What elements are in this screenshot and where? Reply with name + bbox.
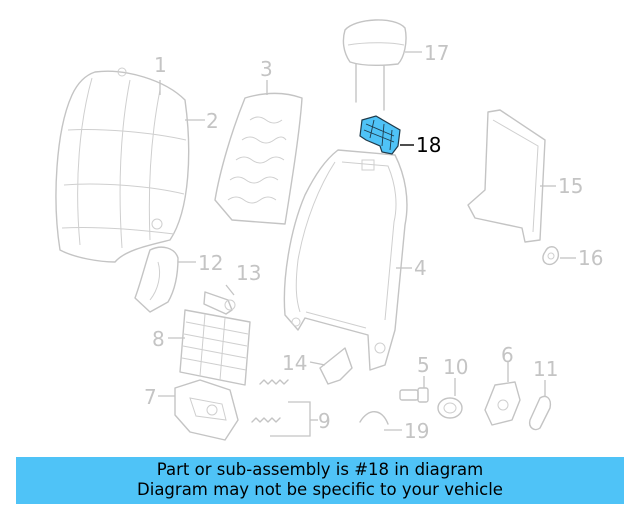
part-3-seat-back-pad xyxy=(214,92,303,225)
part-18-bracket-highlighted xyxy=(359,115,401,155)
callout-5: 5 xyxy=(417,353,430,377)
callout-9: 9 xyxy=(318,409,331,433)
part-8-lumbar-support xyxy=(179,309,251,386)
callout-7: 7 xyxy=(144,385,157,409)
callout-18-highlighted: 18 xyxy=(416,133,441,157)
part-13-pin xyxy=(203,291,236,315)
part-14-small-bracket xyxy=(319,347,353,385)
callout-11: 11 xyxy=(533,357,558,381)
part-15-rear-panel xyxy=(467,109,546,243)
callout-10: 10 xyxy=(443,355,468,379)
callout-labels: 1 2 3 4 5 6 7 8 9 10 11 12 13 14 15 16 1… xyxy=(144,41,603,443)
callout-3: 3 xyxy=(260,57,273,81)
callout-17: 17 xyxy=(424,41,449,65)
callout-4: 4 xyxy=(414,256,427,280)
part-16-clip xyxy=(542,246,560,266)
part-19-wire-clip xyxy=(359,411,389,425)
callout-12: 12 xyxy=(198,251,223,275)
callout-13: 13 xyxy=(236,261,261,285)
part-12-side-bracket xyxy=(134,246,179,313)
part-5-bolt xyxy=(399,387,429,403)
part-10-nut xyxy=(437,397,463,419)
part-7-lumbar-mechanism xyxy=(174,379,239,441)
info-banner: Part or sub-assembly is #18 in diagram D… xyxy=(16,457,624,504)
callout-8: 8 xyxy=(152,327,165,351)
leader-lines xyxy=(158,51,576,437)
part-6-recliner-bracket xyxy=(484,381,521,426)
callout-19: 19 xyxy=(404,419,429,443)
callout-14: 14 xyxy=(282,351,307,375)
part-4-seat-back-frame xyxy=(283,149,408,371)
part-9-springs xyxy=(251,379,289,423)
banner-line-disclaimer: Diagram may not be specific to your vehi… xyxy=(137,480,503,499)
callout-2: 2 xyxy=(206,109,219,133)
callout-6: 6 xyxy=(501,343,514,367)
callout-1: 1 xyxy=(154,53,167,77)
part-2-seat-back-cover xyxy=(55,67,190,263)
banner-line-part-number: Part or sub-assembly is #18 in diagram xyxy=(156,460,484,479)
part-11-lever-cover xyxy=(528,395,552,431)
callout-15: 15 xyxy=(558,174,583,198)
part-17-headrest xyxy=(342,19,407,111)
callout-16: 16 xyxy=(578,246,603,270)
parts-diagram: 1 2 3 4 5 6 7 8 9 10 11 12 13 14 15 16 1… xyxy=(55,19,603,443)
